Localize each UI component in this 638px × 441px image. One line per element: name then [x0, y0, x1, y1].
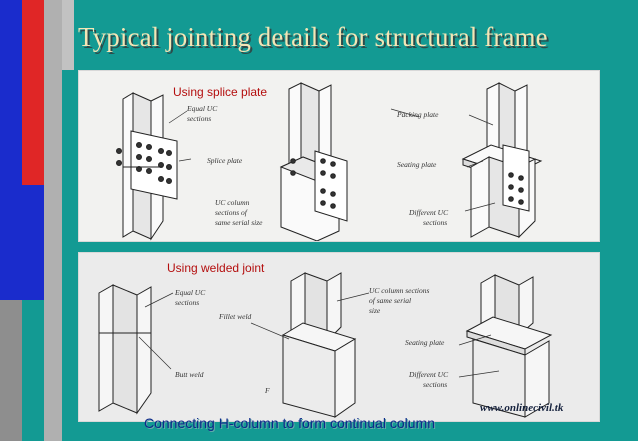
deco-square-blue	[22, 185, 44, 300]
welded-joint-drawing: Equal UC sections Butt weld Fillet weld …	[98, 272, 553, 418]
ann-weld-equal-uc-2: sections	[175, 298, 199, 307]
slide-caption: Connecting H-column to form continual co…	[144, 415, 436, 431]
ann-splice-plate: Splice plate	[207, 156, 243, 165]
ann-packing-plate: Packing plate	[396, 110, 439, 119]
ann-uc-column-2: sections of	[215, 208, 248, 217]
welded-joint-panel: Using welded joint	[78, 252, 600, 422]
deco-bar-grey-mid	[0, 300, 22, 441]
ann-equal-uc-2: sections	[187, 114, 211, 123]
ann-fillet-weld: Fillet weld	[218, 312, 252, 321]
splice-plate-drawing: Equal UC sections Splice plate UC column…	[116, 82, 543, 241]
ann-weld-uc-column-1: UC column sections	[369, 286, 429, 295]
ann-weld-uc-column-2: of same serial	[369, 296, 411, 305]
ann-weld-seating-plate: Seating plate	[405, 338, 445, 347]
ann-uc-column-3: same serial size	[215, 218, 263, 227]
deco-bar-grey-top	[62, 0, 74, 70]
splice-plate-panel: Using splice plate	[78, 70, 600, 242]
deco-bar-red	[22, 0, 44, 185]
ann-weld-equal-uc-1: Equal UC	[174, 288, 206, 297]
ann-weld-uc-column-3: size	[369, 306, 381, 315]
ann-weld-different-uc-2: sections	[423, 380, 447, 389]
ann-figure-letter: F	[264, 386, 270, 395]
slide-title: Typical jointing details for structural …	[78, 22, 548, 52]
splice-plate-label: Using splice plate	[173, 85, 268, 99]
ann-butt-weld: Butt weld	[175, 370, 204, 379]
ann-weld-different-uc-1: Different UC	[408, 370, 449, 379]
website-credit: www.onlinecivil.tk	[480, 402, 564, 414]
ann-uc-column-1: UC column	[215, 198, 250, 207]
welded-joint-label: Using welded joint	[167, 261, 265, 275]
ann-equal-uc-1: Equal UC	[186, 104, 218, 113]
ann-seating-plate: Seating plate	[397, 160, 437, 169]
ann-different-uc-1: Different UC	[408, 208, 449, 217]
deco-bar-grey-left	[44, 0, 62, 441]
ann-different-uc-2: sections	[423, 218, 447, 227]
deco-bar-blue	[0, 0, 22, 300]
